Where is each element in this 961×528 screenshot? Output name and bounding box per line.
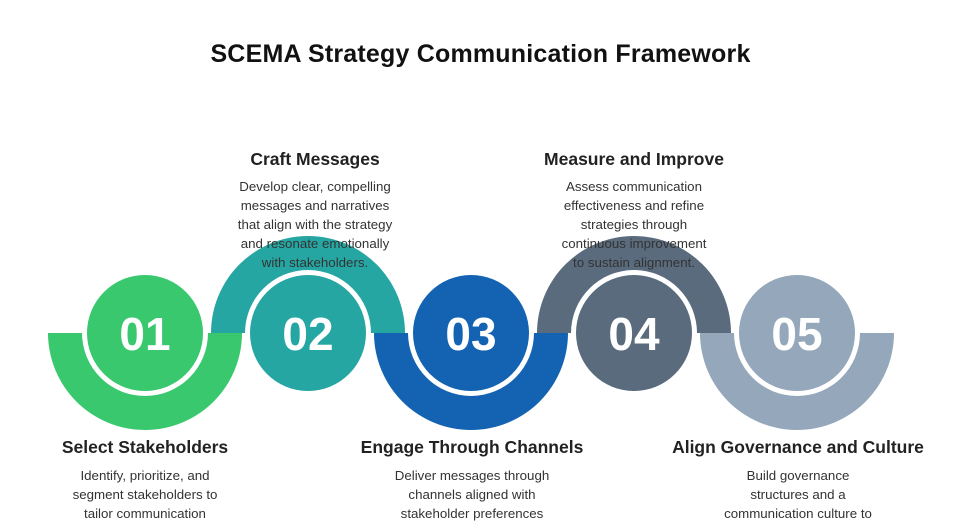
desc-line: effectiveness and refine bbox=[563, 198, 705, 213]
arc-step-5 bbox=[700, 333, 894, 430]
arc-step-3 bbox=[374, 333, 568, 430]
step-circle-3 bbox=[413, 275, 529, 391]
desc-line: messages and narratives bbox=[240, 198, 390, 213]
step-desc-4: Assess communication effectiveness and r… bbox=[524, 177, 744, 272]
step-number-2: 02 bbox=[282, 308, 333, 360]
desc-line: tailor communication bbox=[84, 506, 206, 521]
step-circle-4 bbox=[576, 275, 692, 391]
step-desc-1: Identify, prioritize, and segment stakeh… bbox=[39, 466, 251, 523]
desc-line: Build governance bbox=[746, 468, 850, 483]
step-title-3: Engage Through Channels bbox=[360, 437, 584, 457]
step-desc-2: Develop clear, compelling messages and n… bbox=[200, 177, 430, 272]
step-title-5: Align Governance and Culture bbox=[672, 437, 924, 457]
step-number-1: 01 bbox=[119, 308, 170, 360]
desc-line: strategies through bbox=[580, 217, 688, 232]
desc-line: segment stakeholders to bbox=[72, 487, 218, 502]
desc-line: and resonate emotionally bbox=[240, 236, 390, 251]
desc-line: to sustain alignment. bbox=[573, 255, 695, 270]
desc-line: Develop clear, compelling bbox=[239, 179, 391, 194]
step-desc-3: Deliver messages through channels aligne… bbox=[362, 466, 582, 523]
step-title-1: Select Stakeholders bbox=[61, 437, 229, 457]
desc-line: stakeholder preferences bbox=[400, 506, 544, 521]
desc-line: with stakeholders. bbox=[261, 255, 369, 270]
step-number-5: 05 bbox=[771, 308, 822, 360]
step-number-4: 04 bbox=[608, 308, 660, 360]
desc-line: continuous improvement bbox=[561, 236, 707, 251]
desc-line: Identify, prioritize, and bbox=[80, 468, 210, 483]
desc-line: that align with the strategy bbox=[237, 217, 393, 232]
desc-line: channels aligned with bbox=[408, 487, 536, 502]
step-circle-5 bbox=[739, 275, 855, 391]
desc-line: structures and a bbox=[750, 487, 846, 502]
step-circle-1 bbox=[87, 275, 203, 391]
desc-line: communication culture to bbox=[724, 506, 872, 521]
arc-step-2 bbox=[211, 236, 405, 333]
arc-step-1 bbox=[48, 333, 242, 430]
step-number-3: 03 bbox=[445, 308, 496, 360]
arc-step-4 bbox=[537, 236, 731, 333]
step-desc-5: Build governance structures and a commun… bbox=[693, 466, 903, 523]
desc-line: Assess communication bbox=[566, 179, 702, 194]
step-title-2: Craft Messages bbox=[250, 149, 380, 169]
step-circle-2 bbox=[250, 275, 366, 391]
page-title: SCEMA Strategy Communication Framework bbox=[210, 40, 751, 68]
step-title-4: Measure and Improve bbox=[544, 149, 724, 169]
desc-line: Deliver messages through bbox=[394, 468, 550, 483]
